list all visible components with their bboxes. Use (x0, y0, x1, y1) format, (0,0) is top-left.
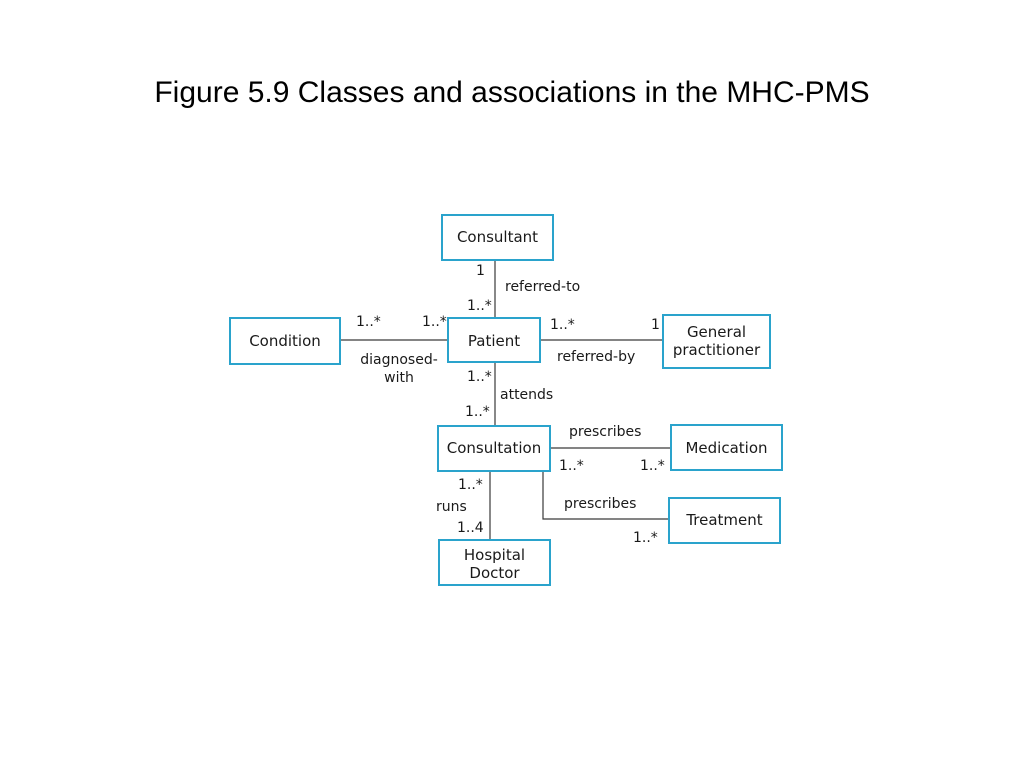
mult-patient-referred-to-end: 1..* (467, 298, 492, 314)
mult-patient-attends-end: 1..* (467, 369, 492, 385)
mult-consultation-runs-end: 1..* (458, 477, 483, 493)
assoc-referred-to-label: referred-to (505, 279, 580, 295)
class-consultation-label: Consultation (447, 439, 541, 457)
class-hospital-doctor: Hospital Doctor (438, 539, 551, 586)
mult-medication-end: 1..* (640, 458, 665, 474)
class-general-practitioner: General practitioner (662, 314, 771, 369)
class-condition: Condition (229, 317, 341, 365)
mult-patient-referred-by-end: 1..* (550, 317, 575, 333)
assoc-runs-label: runs (436, 499, 467, 515)
class-treatment: Treatment (668, 497, 781, 544)
class-condition-label: Condition (249, 332, 321, 350)
mult-consultation-medication-end: 1..* (559, 458, 584, 474)
slide-title: Figure 5.9 Classes and associations in t… (154, 76, 870, 109)
assoc-prescribes-treatment-label: prescribes (564, 496, 636, 512)
mult-consultant-end: 1 (476, 263, 485, 279)
class-patient: Patient (447, 317, 541, 363)
class-hospital-doctor-label-line1: Hospital (464, 546, 525, 564)
mult-condition-end: 1..* (356, 314, 381, 330)
class-gp-label-line2: practitioner (673, 341, 761, 359)
class-patient-label: Patient (468, 332, 520, 350)
mult-treatment-end: 1..* (633, 530, 658, 546)
class-hospital-doctor-label-line2: Doctor (469, 564, 520, 582)
line-consultation-treatment (542, 471, 669, 520)
assoc-diagnosed-with-label-line2: with (384, 370, 414, 386)
mult-hospital-doctor-end: 1..4 (457, 520, 484, 536)
mult-patient-diagnosed-end: 1..* (422, 314, 447, 330)
assoc-referred-by-label: referred-by (557, 349, 635, 365)
assoc-attends-label: attends (500, 387, 553, 403)
class-medication-label: Medication (685, 439, 767, 457)
class-consultant-label: Consultant (457, 228, 538, 246)
class-consultant: Consultant (441, 214, 554, 261)
class-medication: Medication (670, 424, 783, 471)
class-treatment-label: Treatment (685, 511, 762, 529)
mult-consultation-attends-end: 1..* (465, 404, 490, 420)
mult-gp-end: 1 (651, 317, 660, 333)
class-consultation: Consultation (437, 425, 551, 472)
class-gp-label-line1: General (687, 323, 746, 341)
assoc-prescribes-medication-label: prescribes (569, 424, 641, 440)
assoc-diagnosed-with-label-line1: diagnosed- (360, 352, 438, 368)
